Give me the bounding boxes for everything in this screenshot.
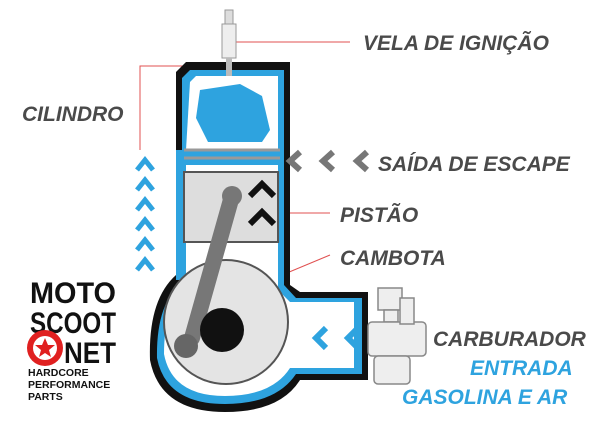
label-crankshaft: CAMBOTA <box>340 247 446 270</box>
label-carburetor: CARBURADOR <box>433 328 587 351</box>
label-intake-line1: ENTRADA <box>470 357 573 380</box>
combustion-chamber <box>196 84 270 142</box>
exhaust-arrows <box>285 149 370 173</box>
label-cylinder: CILINDRO <box>22 103 124 126</box>
svg-text:PERFORMANCE: PERFORMANCE <box>28 379 110 391</box>
crankshaft <box>163 186 289 385</box>
label-piston: PISTÃO <box>340 204 418 227</box>
svg-text:MOTO: MOTO <box>30 277 116 310</box>
svg-text:PARTS: PARTS <box>28 391 63 403</box>
label-exhaust: SAÍDA DE ESCAPE <box>378 153 571 176</box>
label-intake-line2: GASOLINA E AR <box>402 386 568 409</box>
motoscoot-logo: MOTO SCOOT NET HARDCORE PERFORMANCE PART… <box>27 277 116 403</box>
piston-pin <box>222 186 242 206</box>
transfer-arrows <box>135 155 155 272</box>
svg-text:NET: NET <box>64 337 116 370</box>
carburetor <box>367 287 427 385</box>
connecting-rod <box>184 188 240 346</box>
svg-text:HARDCORE: HARDCORE <box>28 367 89 379</box>
gear-star-icon <box>27 330 63 366</box>
label-spark-plug: VELA DE IGNIÇÃO <box>363 32 549 55</box>
spark-plug <box>221 9 237 76</box>
